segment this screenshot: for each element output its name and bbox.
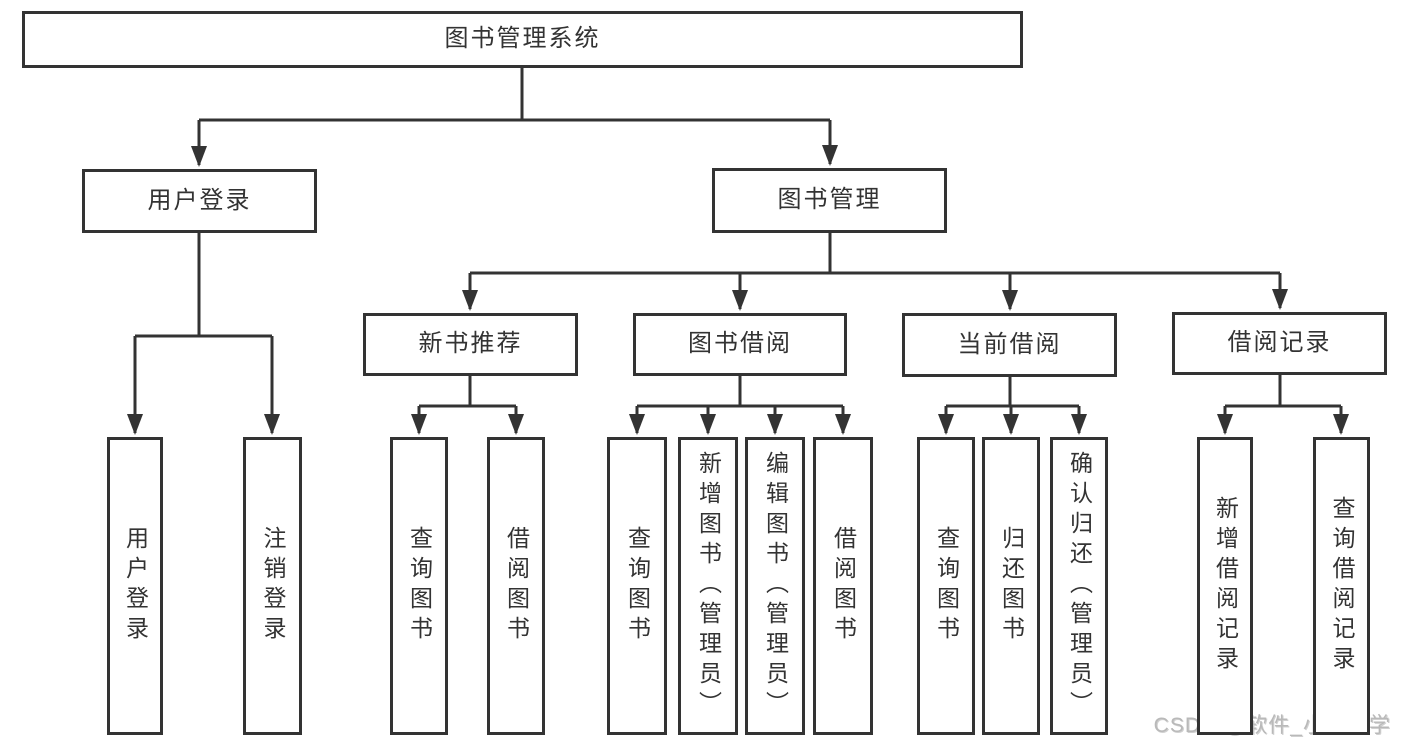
- node-user-login-group: 用户登录: [82, 169, 317, 233]
- node-label: 图书借阅: [688, 330, 792, 358]
- node-label: 查询借阅记录: [1329, 496, 1355, 676]
- node-label: 查询图书: [624, 526, 651, 646]
- node-query-books-1: 查询图书: [390, 437, 448, 735]
- node-label: 查询图书: [406, 526, 433, 646]
- node-book-management: 图书管理: [712, 168, 947, 233]
- node-label: 归还图书: [998, 526, 1025, 646]
- node-label: 新增借阅记录: [1212, 496, 1239, 676]
- node-label: 确认归还（管理员）: [1066, 451, 1093, 721]
- node-confirm-return: 确认归还（管理员）: [1050, 437, 1108, 735]
- node-user-login: 用户登录: [107, 437, 163, 735]
- node-borrow-books-2: 借阅图书: [813, 437, 873, 735]
- node-label: 新书推荐: [418, 330, 523, 358]
- node-query-books-3: 查询图书: [917, 437, 975, 735]
- node-borrow-records: 借阅记录: [1172, 312, 1387, 375]
- node-query-borrow-record: 查询借阅记录: [1313, 437, 1370, 735]
- node-label: 借阅记录: [1227, 329, 1332, 357]
- node-add-borrow-record: 新增借阅记录: [1197, 437, 1253, 735]
- node-label: 用户登录: [122, 526, 149, 646]
- node-label: 当前借阅: [957, 330, 1062, 358]
- node-new-book-recommend: 新书推荐: [363, 313, 578, 376]
- node-label: 借阅图书: [830, 526, 857, 646]
- node-edit-books: 编辑图书（管理员）: [745, 437, 805, 735]
- node-label: 注销登录: [260, 526, 286, 646]
- node-label: 新增图书（管理员）: [695, 451, 722, 721]
- node-query-books-2: 查询图书: [607, 437, 667, 735]
- node-logout: 注销登录: [243, 437, 302, 735]
- node-book-borrow: 图书借阅: [633, 313, 847, 376]
- node-label: 图书管理系统: [444, 25, 601, 53]
- node-label: 借阅图书: [503, 526, 530, 646]
- node-return-books: 归还图书: [982, 437, 1040, 735]
- node-add-books: 新增图书（管理员）: [678, 437, 738, 735]
- node-label: 图书管理: [777, 186, 882, 214]
- node-label: 编辑图书（管理员）: [762, 451, 789, 721]
- node-borrow-books-1: 借阅图书: [487, 437, 545, 735]
- node-label: 查询图书: [933, 526, 960, 646]
- node-current-borrow: 当前借阅: [902, 313, 1117, 377]
- node-root: 图书管理系统: [22, 11, 1023, 68]
- node-label: 用户登录: [147, 186, 252, 214]
